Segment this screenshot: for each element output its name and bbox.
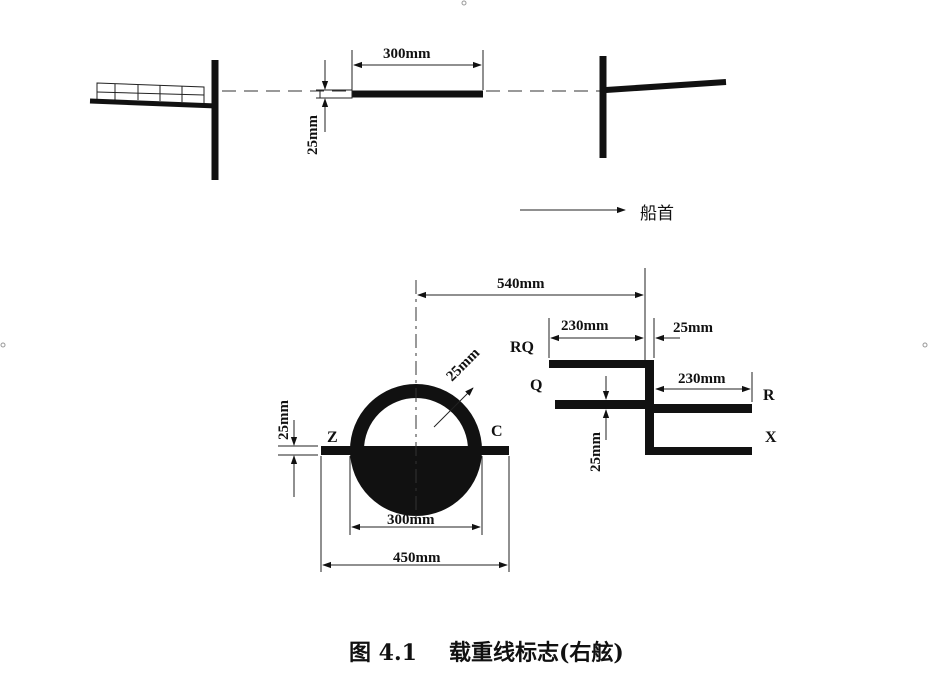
label-rq: RQ — [510, 339, 534, 356]
plimsoll-mark: 25mm Z C 25mm 300mm 450mm — [276, 280, 510, 572]
load-line-rq — [549, 360, 654, 368]
dim-label-25-vertical: 25mm — [673, 320, 713, 336]
dim-label-radial-25: 25mm — [444, 345, 484, 385]
letter-c: C — [491, 423, 503, 440]
dim-radial-25 — [433, 387, 474, 428]
deck-plate-left — [89, 98, 218, 109]
horizontal-bar — [321, 446, 509, 455]
deck-plate-right — [605, 79, 727, 93]
page-marker-top — [461, 0, 467, 6]
label-q: Q — [530, 377, 542, 394]
load-line-r — [654, 404, 752, 413]
dim-label-300-bottom: 300mm — [387, 512, 435, 528]
dim-label-230-right: 230mm — [678, 371, 726, 387]
label-x: X — [765, 429, 777, 446]
dim-label-25-line: 25mm — [588, 432, 604, 472]
figure-title: 载重线标志(右舷) — [449, 640, 624, 666]
dim-label-540: 540mm — [497, 276, 545, 292]
figure-caption: 图 4.1 载重线标志(右舷) — [349, 640, 624, 666]
dim-label-25-left: 25mm — [276, 400, 292, 440]
load-line-q — [555, 400, 654, 409]
dim-label-25-top: 25mm — [305, 115, 321, 155]
page-marker-right — [922, 342, 928, 348]
load-line-x — [645, 447, 752, 455]
label-r: R — [763, 387, 775, 404]
dim-label-300-top: 300mm — [383, 46, 431, 62]
page-marker-left — [0, 342, 6, 348]
bow-label: 船首 — [640, 204, 674, 224]
dim-label-230-upper: 230mm — [561, 318, 609, 334]
letter-z: Z — [327, 429, 338, 446]
figure-number: 图 4.1 — [349, 640, 417, 666]
deck-line-view: 300mm 25mm 船首 — [89, 46, 727, 224]
dim-label-450: 450mm — [393, 550, 441, 566]
load-lines-mark: 540mm RQ 230mm 25mm Q R 230mm X 25mm — [417, 268, 777, 472]
